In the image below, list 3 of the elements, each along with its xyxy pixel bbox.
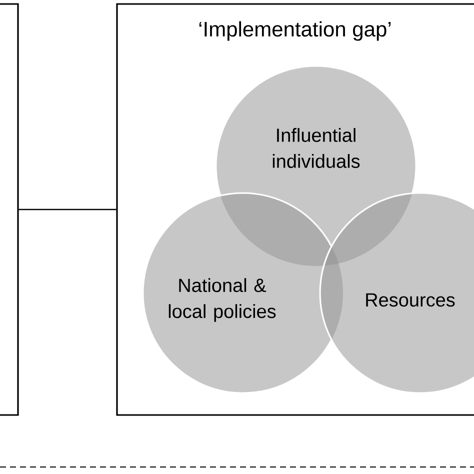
connector-line xyxy=(18,208,116,210)
node-label: Resources xyxy=(366,293,455,307)
panel-box xyxy=(0,3,19,416)
